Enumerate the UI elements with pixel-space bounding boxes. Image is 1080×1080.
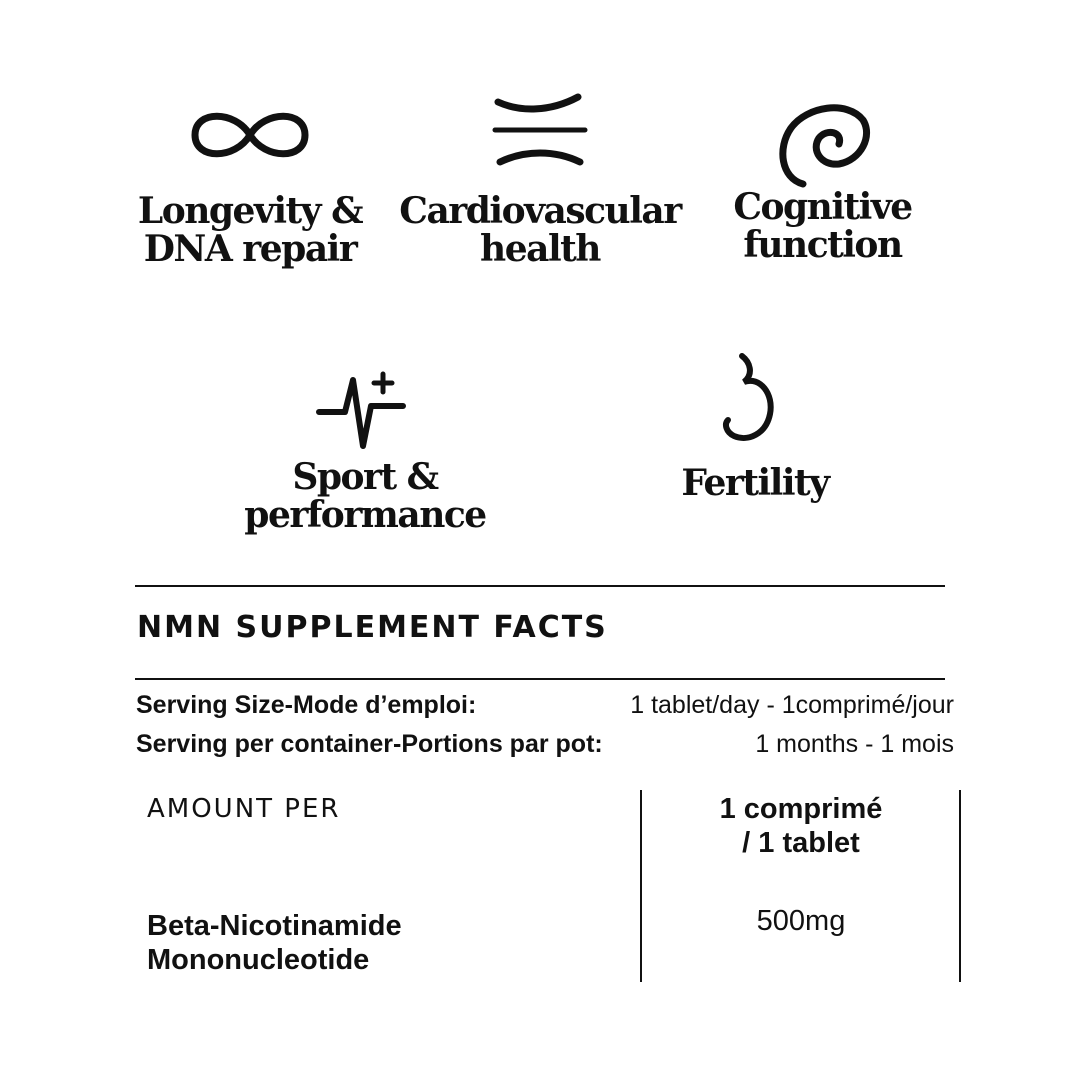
benefit-label: Cognitive function bbox=[733, 186, 913, 266]
column-divider-right bbox=[959, 790, 961, 982]
ingredient-name: Beta-Nicotinamide Mononucleotide bbox=[147, 910, 402, 976]
servings-value: 1 months - 1 mois bbox=[755, 730, 954, 758]
spiral-icon bbox=[700, 98, 945, 190]
benefit-label: Sport & performance bbox=[244, 456, 487, 536]
benefit-label: Cardiovascular health bbox=[399, 190, 682, 270]
benefit-label: Fertility bbox=[681, 462, 830, 504]
serving-size-value: 1 tablet/day - 1comprimé/jour bbox=[630, 691, 954, 719]
benefit-sport: Sport & performance bbox=[240, 370, 490, 534]
benefit-label: Longevity & DNA repair bbox=[137, 190, 364, 270]
top-divider bbox=[135, 585, 945, 587]
column-divider-left bbox=[640, 790, 642, 982]
column-header: 1 comprimé / 1 tablet bbox=[719, 793, 883, 859]
serving-size-row: Serving Size-Mode d’emploi: 1 tablet/day… bbox=[136, 688, 954, 722]
fertility-curl-icon bbox=[660, 352, 850, 444]
serving-size-label: Serving Size-Mode d’emploi: bbox=[136, 691, 477, 719]
benefit-longevity: Longevity & DNA repair bbox=[125, 100, 375, 268]
heartbeat-plus-icon bbox=[240, 370, 490, 450]
amount-per-label: AMOUNT PER bbox=[147, 794, 341, 824]
benefit-cardiovascular: Cardiovascular health bbox=[395, 92, 685, 268]
servings-label: Serving per container-Portions par pot: bbox=[136, 730, 603, 758]
servings-per-container-row: Serving per container-Portions par pot: … bbox=[136, 727, 954, 761]
ingredient-amount: 500mg bbox=[756, 905, 846, 937]
title-divider bbox=[135, 678, 945, 680]
flow-lines-icon bbox=[395, 92, 685, 172]
infinity-icon bbox=[125, 100, 375, 170]
benefit-fertility: Fertility bbox=[660, 352, 850, 502]
facts-title: NMN SUPPLEMENT FACTS bbox=[137, 610, 608, 645]
benefit-cognitive: Cognitive function bbox=[700, 98, 945, 264]
